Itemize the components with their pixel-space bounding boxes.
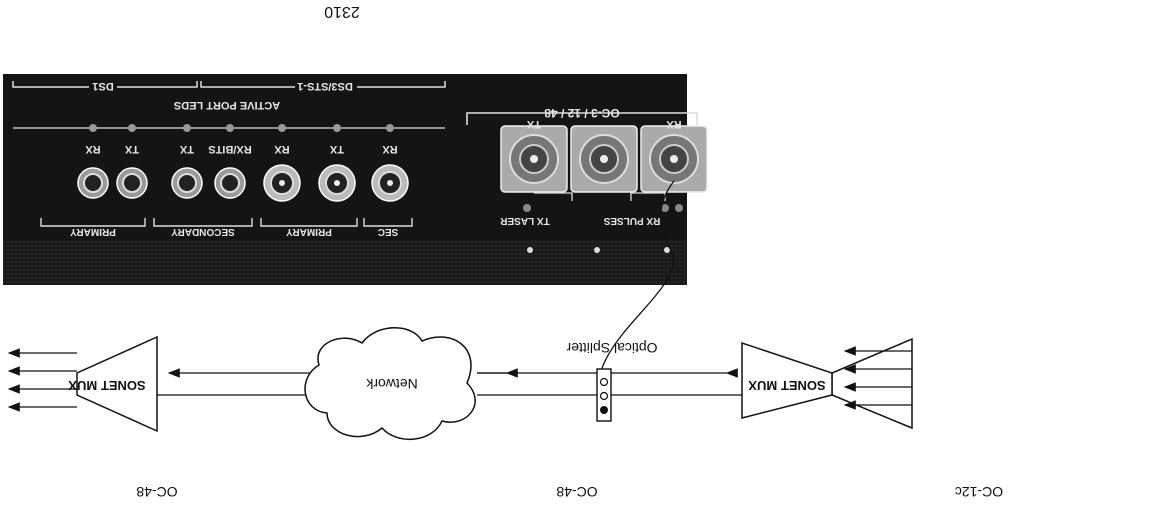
bantam-jack-1[interactable] bbox=[215, 168, 245, 198]
rate-label-left: OC-48 bbox=[136, 484, 177, 500]
optical-port-middle[interactable] bbox=[571, 126, 637, 192]
active-port-leds-label: ACTIVE PORT LEDS bbox=[174, 99, 280, 111]
network-label: Network bbox=[365, 376, 417, 392]
optical-port-rx-label: RX bbox=[666, 118, 682, 130]
led-4 bbox=[226, 124, 234, 132]
sec-label: SEC bbox=[378, 226, 399, 237]
port-label-4: RX/BITS bbox=[208, 143, 251, 155]
primary-ds3-label: PRIMARY bbox=[286, 226, 332, 237]
optical-port-rx[interactable] bbox=[641, 126, 707, 192]
figure-number: 2310 bbox=[324, 3, 360, 20]
optical-splitter-label: Optical Splitter bbox=[566, 340, 657, 356]
led-6 bbox=[128, 124, 136, 132]
port-label-2: TX bbox=[329, 143, 344, 155]
test-set-panel: OC-3 / 12 / 48 RX TX bbox=[3, 74, 707, 285]
port-label-7: RX bbox=[85, 143, 101, 155]
port-label-1: RX bbox=[382, 143, 398, 155]
bantam-jack-4[interactable] bbox=[78, 168, 108, 198]
bantam-jack-3[interactable] bbox=[117, 168, 147, 198]
tx-laser-led bbox=[523, 204, 531, 212]
port-label-6: TX bbox=[124, 143, 139, 155]
sonet-mux-right bbox=[832, 339, 912, 428]
bnc-jack-3[interactable] bbox=[264, 165, 300, 201]
led-3 bbox=[278, 124, 286, 132]
panel-screw-2 bbox=[594, 247, 600, 253]
ds1-group-label: DS1 bbox=[92, 80, 113, 92]
primary-ds1-label: PRIMARY bbox=[70, 226, 116, 237]
panel-screw-3 bbox=[527, 247, 533, 253]
led-5 bbox=[183, 124, 191, 132]
optical-port-tx[interactable] bbox=[501, 126, 567, 192]
rx-pulses-led bbox=[675, 204, 683, 212]
sonet-mux-left-label: SONET MUX bbox=[68, 378, 146, 393]
optical-splitter bbox=[597, 369, 611, 421]
led-7 bbox=[89, 124, 97, 132]
rx-pulses-label: RX PULSES bbox=[603, 215, 660, 226]
port-label-5: TX bbox=[179, 143, 194, 155]
ds3-group-label: DS3/STS-1 bbox=[297, 80, 353, 92]
bnc-jack-2[interactable] bbox=[319, 165, 355, 201]
optical-port-tx-label: TX bbox=[526, 118, 541, 130]
led-2 bbox=[333, 124, 341, 132]
bantam-jack-2[interactable] bbox=[172, 168, 202, 198]
rate-label-right: OC-12c bbox=[955, 484, 1003, 500]
tx-laser-label: TX LASER bbox=[500, 215, 550, 226]
panel-lower-texture bbox=[3, 240, 687, 285]
optical-group-label: OC-3 / 12 / 48 bbox=[544, 106, 620, 120]
rate-label-middle: OC-48 bbox=[556, 484, 597, 500]
led-1 bbox=[386, 124, 394, 132]
secondary-ds1-label: SECONDARY bbox=[171, 226, 235, 237]
sonet-mux-right-label: SONET MUX bbox=[748, 378, 826, 393]
bnc-jack-1[interactable] bbox=[372, 165, 408, 201]
port-label-3: RX bbox=[274, 143, 290, 155]
